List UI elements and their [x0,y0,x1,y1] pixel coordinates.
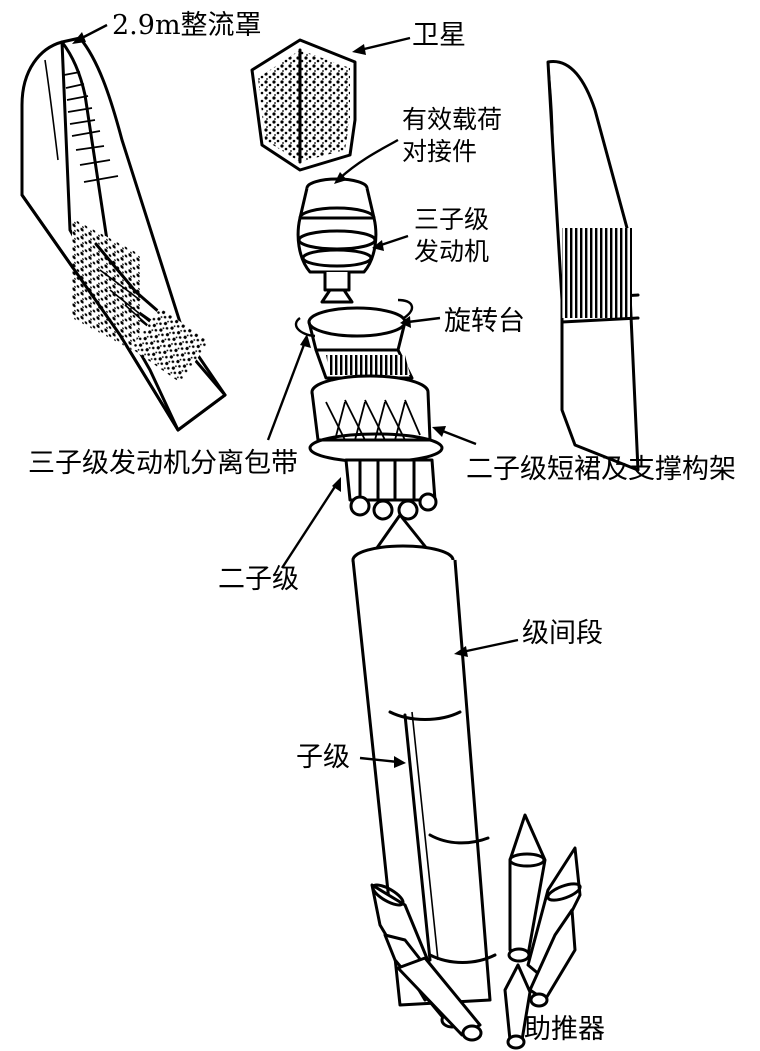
first-stage-body [351,559,492,1007]
booster-left-lower [396,956,483,1042]
label-spin-table: 旋转台 [444,306,525,337]
booster-right-lower [528,908,577,1008]
fairing-right-hatched-band [562,228,632,318]
label-third-stage-engine-line1: 三子级 [414,205,489,234]
label-fairing: 2.9m整流罩 [112,10,262,41]
leader-arrows [72,23,519,768]
label-interstage: 级间段 [522,618,603,649]
fairing-left-half [20,36,227,432]
booster-right-upper [507,813,547,963]
label-second-stage-skirt-truss: 二子级短裙及支撑构架 [466,454,736,485]
label-third-stage-engine-line2: 发动机 [414,237,489,266]
booster-front [503,963,532,1050]
label-third-stage-separation-band: 三子级发动机分离包带 [28,448,298,479]
label-first-stage: 子级 [296,742,350,773]
label-second-stage: 二子级 [218,564,299,595]
label-payload-adapter-line1: 有效载荷 [402,105,502,134]
label-satellite: 卫星 [412,20,466,51]
third-stage-engine [296,216,378,304]
label-payload-adapter-line2: 对接件 [402,137,477,166]
second-stage-assembly [308,348,444,521]
fairing-left-hatched-band [72,218,140,355]
spin-table [294,298,414,352]
satellite [250,38,357,172]
fairing-right-half [546,60,640,472]
label-boosters: 助推器 [524,1014,605,1045]
